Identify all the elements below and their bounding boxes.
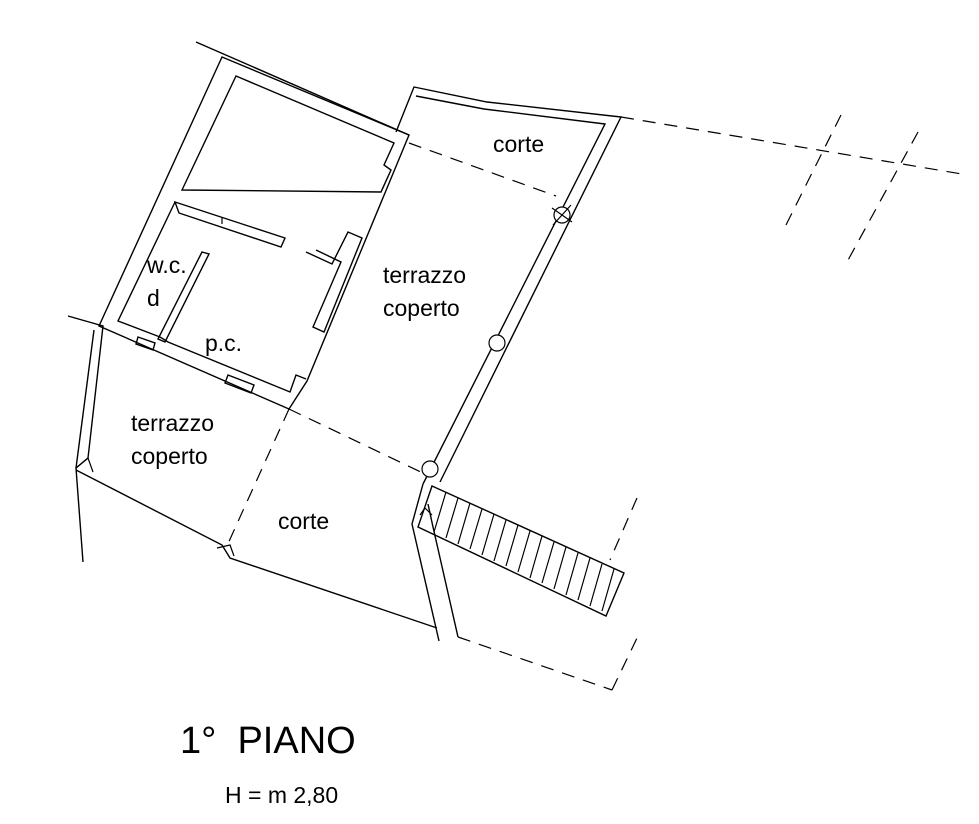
stairs: [417, 485, 625, 617]
dashed-lines: [225, 114, 963, 691]
label-corte-top: corte: [493, 131, 544, 157]
site-boundary: [67, 41, 459, 642]
label-coperto-left: coperto: [131, 443, 208, 469]
floor-title: 1° PIANO: [180, 720, 356, 762]
label-coperto-right: coperto: [383, 295, 460, 321]
label-corte-bottom: corte: [278, 508, 329, 534]
floor-height: H = m 2,80: [225, 782, 338, 808]
terrace-structure: [395, 86, 623, 485]
column-2: [488, 334, 506, 352]
label-terrazzo-left: terrazzo: [131, 410, 214, 436]
label-terrazzo-right: terrazzo: [383, 262, 466, 288]
label-wc-d: d: [147, 285, 160, 311]
column-3: [421, 460, 439, 478]
label-pc: p.c.: [205, 330, 242, 356]
building-walls: [98, 56, 410, 410]
label-wc: w.c.: [146, 252, 187, 278]
